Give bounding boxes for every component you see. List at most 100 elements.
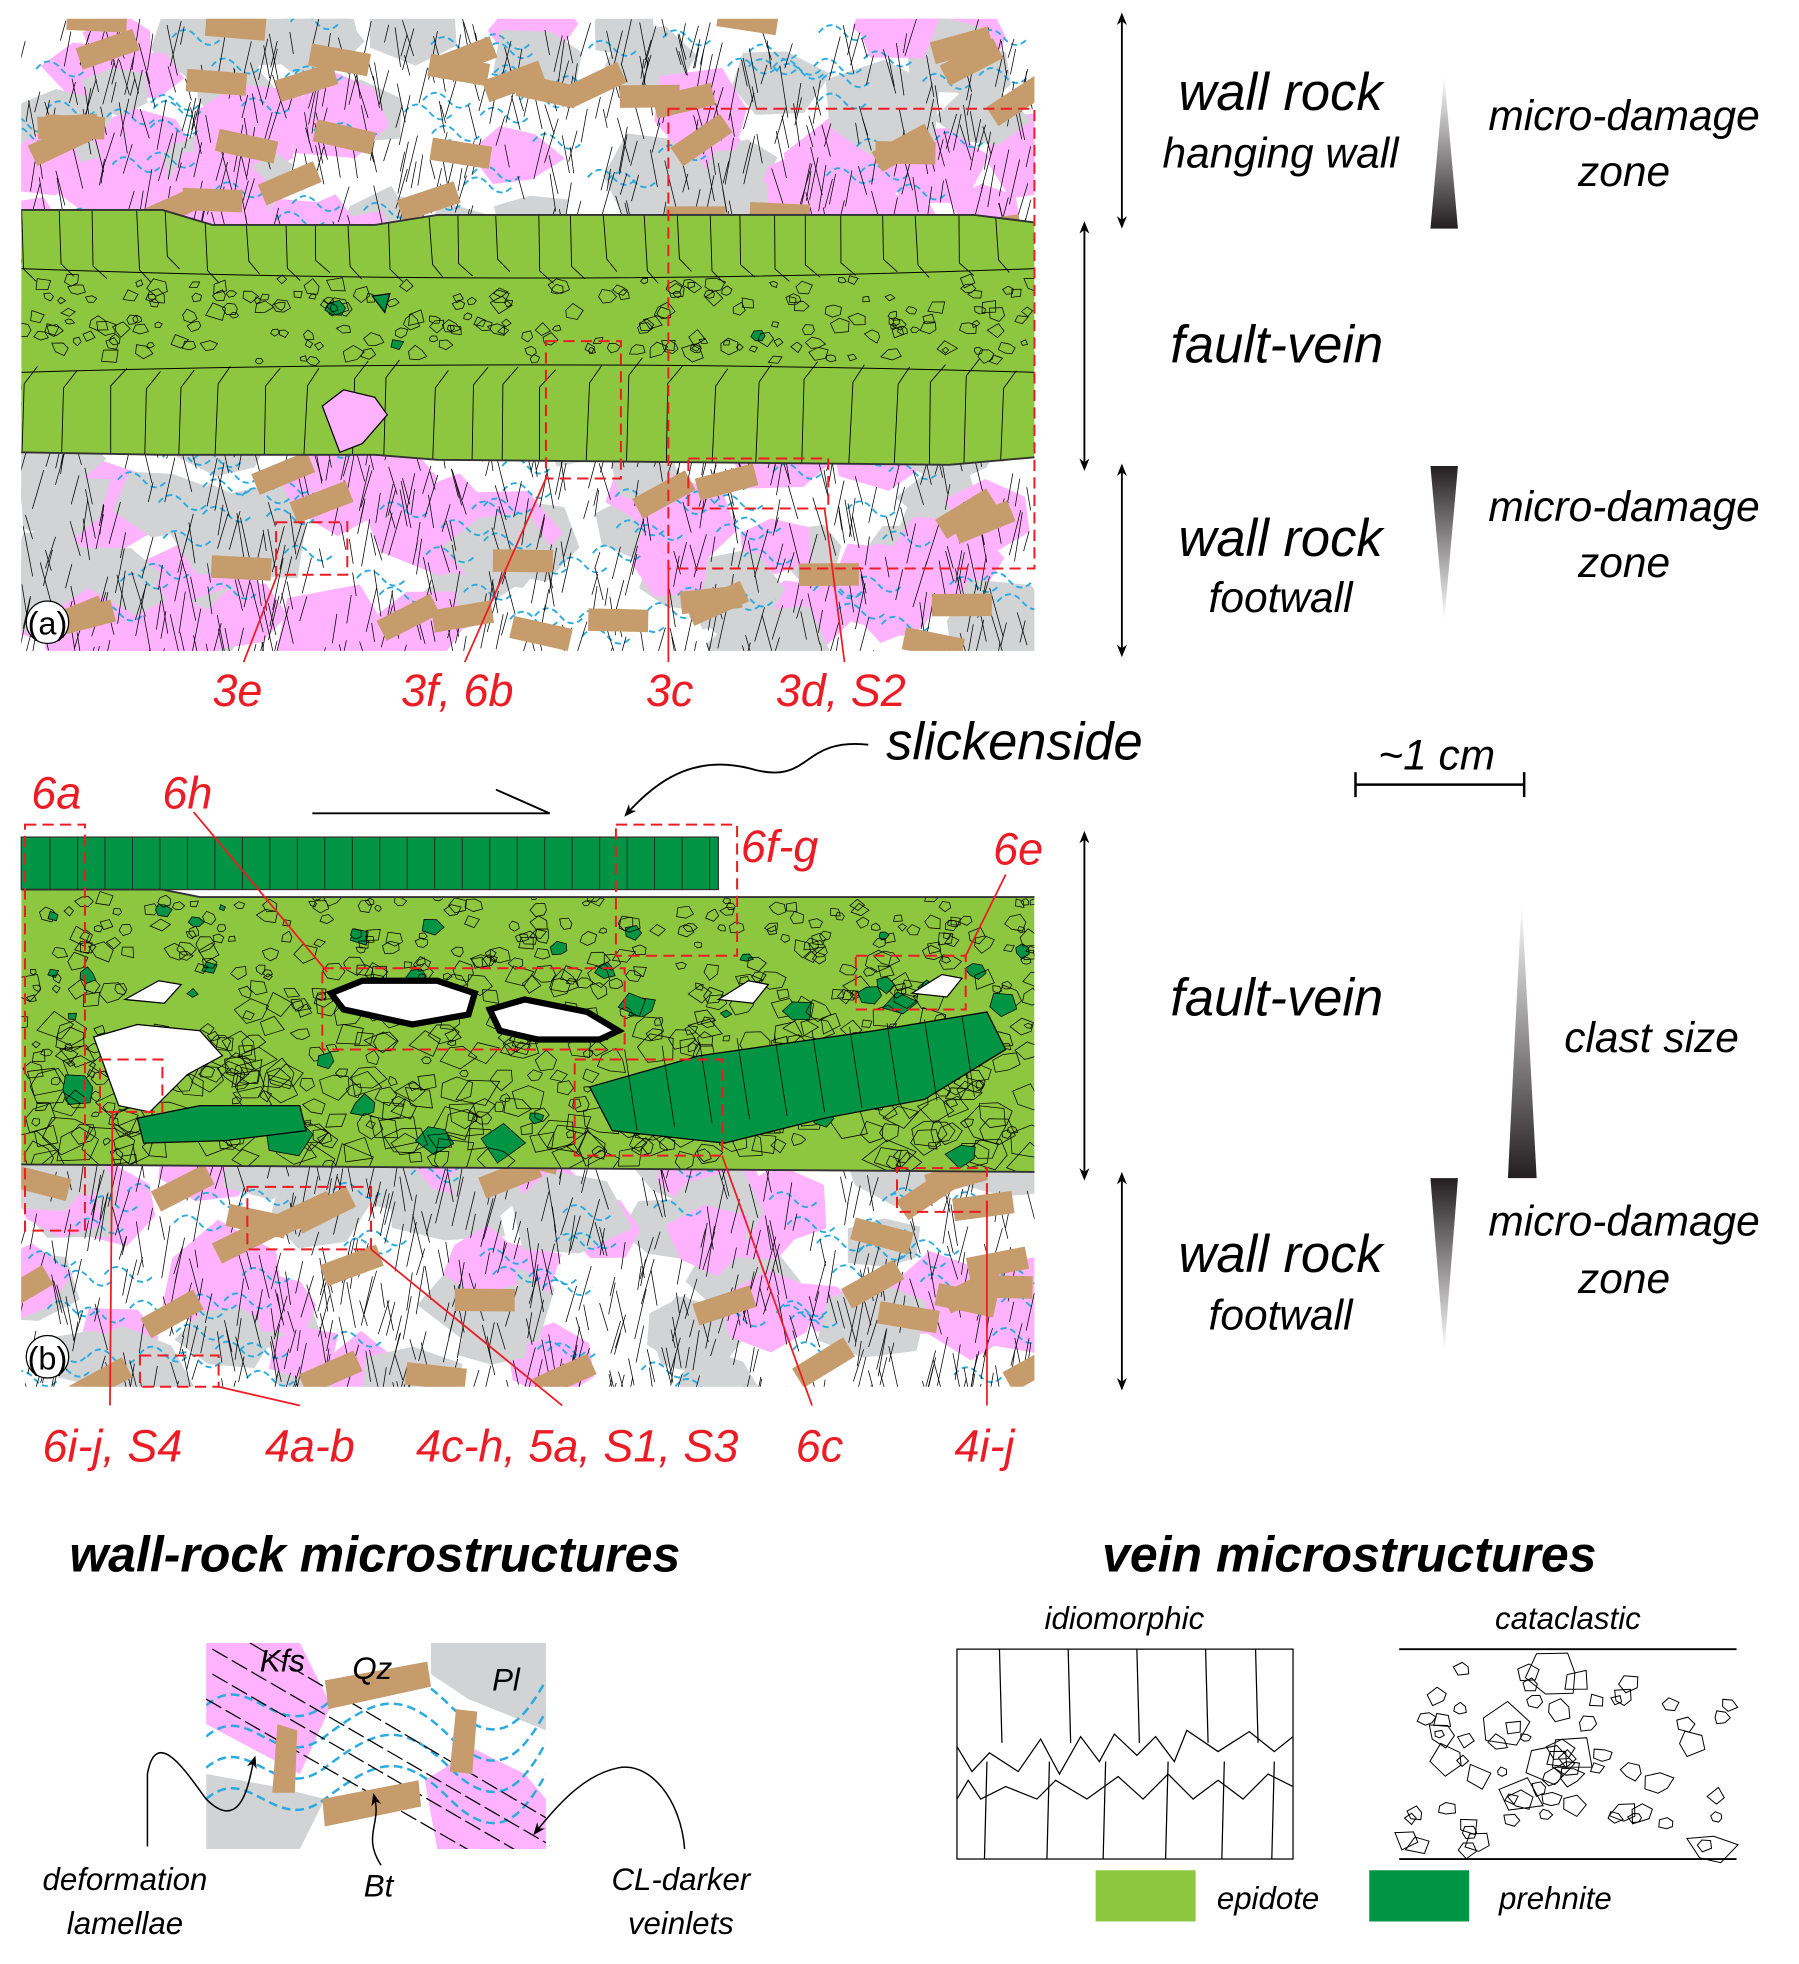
deformation-lamella	[553, 35, 563, 73]
biotite-flake	[798, 563, 859, 586]
cataclastic-clast	[403, 961, 412, 969]
deformation-lamella	[980, 1383, 982, 1387]
deformation-lamella	[98, 503, 104, 527]
cl-veinlet	[63, 1269, 116, 1287]
deformation-lamella	[409, 1339, 417, 1360]
ref-label: 6h	[162, 767, 212, 818]
cataclastic-clast	[199, 340, 219, 352]
biotite-flake	[562, 61, 627, 108]
cataclastic-clast	[369, 1115, 399, 1139]
cataclastic-clast	[618, 916, 641, 933]
deformation-lamella	[1000, 40, 1007, 76]
cataclastic-clast	[723, 340, 731, 346]
deformation-lamella	[504, 144, 510, 168]
deformation-lamella	[406, 1222, 417, 1267]
idiomorphic-crystal	[538, 209, 554, 284]
deformation-lamella	[903, 33, 907, 54]
cl-veinlet	[922, 73, 974, 90]
deformation-lamella	[124, 57, 134, 95]
cl-veinlet	[214, 181, 267, 199]
deformation-lamella	[600, 171, 615, 221]
cataclastic-clast	[1706, 1786, 1725, 1805]
deformation-lamella	[604, 587, 609, 606]
cataclastic-clast	[1617, 1675, 1639, 1694]
deformation-lamella	[998, 149, 1010, 197]
deformation-lamella	[241, 94, 249, 119]
deformation-lamella	[867, 1175, 875, 1211]
deformation-lamella	[70, 475, 80, 505]
deformation-lamella	[95, 514, 104, 550]
cataclastic-clast	[219, 903, 226, 912]
cataclastic-clast	[1631, 1803, 1653, 1825]
cataclastic-clast	[236, 1078, 250, 1091]
deformation-lamella	[943, 130, 950, 153]
deformation-lamella	[243, 41, 252, 76]
deformation-lamella	[534, 95, 543, 130]
deformation-lamella	[270, 1336, 282, 1382]
cataclastic-clast	[667, 282, 685, 299]
deformation-lamella	[270, 1252, 282, 1290]
deformation-lamella	[276, 1293, 283, 1321]
deformation-lamella	[412, 1214, 424, 1258]
cataclastic-clast	[1589, 1762, 1606, 1774]
cl-veinlet	[542, 1279, 594, 1297]
vein-margin	[21, 208, 1035, 466]
deformation-lamella	[806, 171, 812, 201]
cataclastic-clast	[891, 325, 905, 339]
deformation-lamella	[157, 133, 174, 182]
cataclastic-clast	[146, 278, 168, 297]
cataclastic-clast	[1541, 1791, 1563, 1807]
cl-veinlet	[615, 519, 668, 537]
cataclastic-clast	[579, 930, 598, 946]
deformation-lamella	[741, 645, 745, 651]
deformation-lamella	[184, 97, 197, 149]
deformation-lamella	[353, 1217, 359, 1237]
deformation-lamella	[799, 163, 811, 212]
deformation-lamella	[486, 590, 499, 633]
deformation-lamella	[599, 1227, 605, 1256]
cl-veinlet	[210, 57, 263, 75]
deformation-lamella	[887, 55, 895, 87]
cataclastic-clast	[497, 326, 510, 335]
deformation-lamella	[760, 64, 768, 85]
deformation-lamella	[981, 142, 995, 189]
biotite-flake	[929, 26, 994, 65]
cataclastic-clast	[499, 1093, 510, 1103]
cataclastic-clast	[534, 1107, 550, 1123]
cl-veinlet	[27, 1250, 80, 1268]
deformation-lamella	[21, 41, 26, 59]
cataclastic-clast	[549, 1069, 568, 1082]
cataclastic-clast	[195, 936, 216, 953]
cataclastic-clast	[79, 942, 97, 954]
cataclastic-clast	[60, 307, 76, 317]
cl-veinlet	[479, 106, 532, 124]
deformation-lamella	[60, 453, 65, 475]
deformation-lamella	[135, 583, 147, 637]
cataclastic-clast	[30, 309, 45, 324]
cl-veinlet	[202, 505, 254, 523]
biotite-flake	[181, 187, 243, 213]
deformation-lamella	[755, 1275, 763, 1307]
deformation-lamella	[737, 529, 749, 570]
deformation-lamella	[369, 1349, 379, 1387]
cataclastic-clast	[303, 278, 320, 295]
deformation-lamella	[694, 641, 697, 651]
deformation-lamella	[568, 130, 578, 162]
idiomorphic-crystal	[913, 209, 930, 278]
deformation-lamella	[340, 523, 347, 550]
cataclastic-clast	[959, 1118, 975, 1129]
cataclastic-clast	[466, 974, 493, 996]
deformation-lamella	[1014, 512, 1023, 562]
deformation-lamella	[614, 579, 625, 615]
deformation-lamella	[251, 1310, 261, 1347]
deformation-lamella	[838, 510, 843, 530]
cataclastic-clast	[89, 315, 109, 331]
deformation-lamella	[661, 18, 667, 37]
cataclastic-clast	[862, 295, 870, 303]
deformation-lamella	[360, 498, 366, 520]
cl-veinlet	[715, 523, 768, 541]
cataclastic-clast	[64, 1042, 74, 1051]
deformation-lamella	[621, 636, 627, 651]
cataclastic-clast	[1012, 1083, 1035, 1111]
cataclastic-clast	[598, 288, 618, 304]
